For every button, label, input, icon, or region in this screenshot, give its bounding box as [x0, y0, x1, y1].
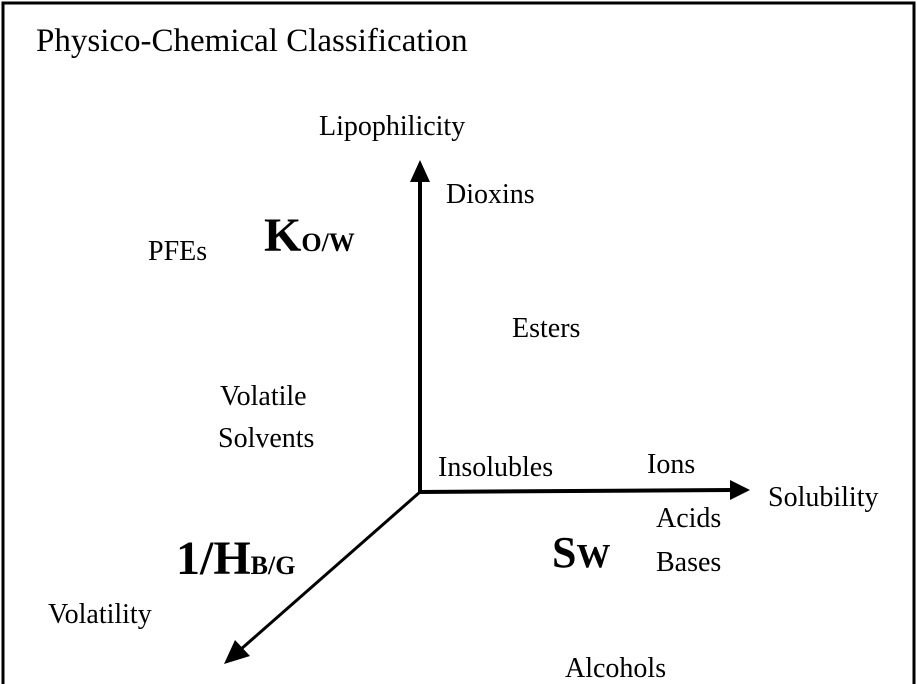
compound-insolubles: Insolubles [438, 452, 554, 483]
compound-esters: Esters [512, 313, 581, 344]
compound-pfes: PFEs [148, 236, 208, 267]
henry-symbol-main: 1/H [176, 532, 251, 585]
volatility-axis-label: Volatility [48, 599, 152, 630]
kow-symbol-main: K [264, 209, 302, 262]
sw-symbol-subscript: W [576, 538, 611, 575]
lipophilicity-arrowhead [410, 160, 430, 182]
compound-ions: Ions [647, 449, 696, 480]
compound-alcohols: Alcohols [565, 653, 667, 684]
compound-bases: Bases [656, 547, 722, 578]
kow-symbol-subscript: O/W [301, 228, 355, 257]
volatility-axis-line [239, 490, 421, 652]
kow-symbol: KO/W [264, 212, 355, 260]
henry-symbol-subscript: B/G [250, 551, 296, 580]
lipophilicity-axis-label: Lipophilicity [319, 111, 466, 142]
compound-solvents: Solvents [218, 423, 315, 454]
volatility-arrowhead [224, 640, 250, 664]
solubility-axis-label: Solubility [768, 482, 879, 513]
compound-dioxins: Dioxins [446, 179, 535, 210]
sw-symbol: SW [552, 531, 610, 575]
henry-symbol: 1/HB/G [176, 535, 295, 583]
sw-symbol-main: S [552, 528, 577, 577]
solubility-axis-line [417, 488, 733, 494]
solubility-arrowhead [730, 480, 750, 500]
compound-volatile: Volatile [220, 381, 307, 412]
diagram-title: Physico-Chemical Classification [36, 23, 468, 59]
compound-acids: Acids [656, 503, 722, 534]
